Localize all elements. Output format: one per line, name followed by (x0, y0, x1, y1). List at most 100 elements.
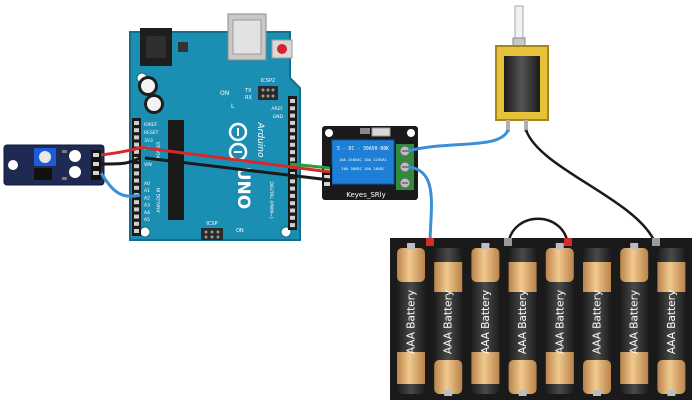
analog-pin-label: A5 (144, 217, 150, 223)
relay-text-3: 10A 30VDC 10A 28VDC (341, 166, 384, 171)
tx-label: TX (244, 88, 252, 94)
digital-pin (290, 106, 295, 111)
battery-gold-band (397, 352, 425, 384)
aaa-battery-cell: AAA Battery (471, 243, 500, 394)
arduino-brand: Arduino (255, 122, 265, 158)
battery-gold-band (471, 248, 500, 282)
reset-button-cap[interactable] (277, 44, 287, 54)
battery-nub (593, 390, 601, 396)
digital-label: DIGITAL (PWM~) (268, 181, 274, 219)
icsp-label: ICSP (206, 221, 217, 227)
digital-pin (290, 208, 295, 213)
arduino-uno-board: ICSP2 ON L TX RX AREF GND IOREF RESET 3V… (129, 13, 301, 241)
digital-pin (290, 179, 295, 184)
analog-pin-label: A4 (144, 210, 150, 216)
digital-pin (290, 157, 295, 162)
power-analog-pin (134, 171, 139, 176)
power-analog-pin (134, 135, 139, 140)
relay-module: 5 - DC - 30A50-08K 10A 250VAC 10A 125VAC… (322, 126, 418, 200)
power-analog-pin (134, 149, 139, 154)
aaa-battery-cell: AAA Battery (620, 243, 649, 394)
power-analog-pin (134, 221, 139, 226)
battery-cell-label: AAA Battery (517, 290, 529, 354)
digital-pin (290, 215, 295, 220)
power-analog-pin (134, 142, 139, 147)
relay-coil-box (331, 139, 395, 185)
power-analog-pin (134, 164, 139, 169)
battery-cell-label: AAA Battery (629, 290, 641, 354)
battery-nub (481, 243, 490, 249)
dc-jack-inner (146, 36, 166, 58)
battery-nub (630, 243, 639, 249)
photoresistor-2 (69, 166, 81, 178)
digital-pin (290, 201, 295, 206)
battery-nub (555, 243, 564, 249)
battery-nub (444, 390, 453, 396)
aaa-battery-cell: AAA Battery (434, 248, 463, 396)
aref-label: AREF (271, 106, 283, 112)
usb-inner (232, 19, 262, 55)
wire-relay-vcc (144, 146, 331, 174)
battery-gold-band (583, 360, 611, 394)
digital-pin (290, 193, 295, 198)
analog-pin-label: A3 (144, 203, 150, 209)
wire-solenoid-to-battery (524, 129, 658, 246)
vin-label: VIN (144, 162, 152, 168)
analog-pin-label: A1 (144, 188, 150, 194)
aaa-battery-cell: AAA Battery (508, 248, 537, 396)
digital-pin (290, 172, 295, 176)
battery-gold-band (620, 352, 649, 384)
power-analog-pin (134, 200, 139, 205)
regulator (178, 42, 188, 52)
battery-cell-label: AAA Battery (554, 290, 566, 354)
battery-nub (518, 390, 527, 396)
power-analog-pin (134, 121, 139, 125)
battery-gold-band (471, 352, 500, 384)
light-sensor-module (3, 144, 105, 186)
photoresistor (69, 150, 81, 162)
battery-terminal (564, 238, 572, 246)
l-led-label: L (231, 103, 235, 110)
battery-gold-band (620, 248, 649, 282)
wire-relay-gnd (144, 156, 331, 182)
power-analog-header (132, 118, 141, 236)
wire-relay-to-battery (407, 165, 433, 246)
aaa-battery-cell: AAA Battery (397, 243, 425, 394)
relay-mount-hole (325, 129, 333, 137)
wire-sensor-vcc (100, 146, 146, 157)
digital-pin (290, 120, 295, 125)
mounting-hole (139, 226, 151, 238)
power-analog-pin (134, 214, 139, 219)
battery-cells: AAA Battery AAA Battery AAA Battery AAA Bat… (397, 243, 686, 396)
digital-pin (290, 186, 295, 191)
digital-pin (290, 99, 295, 103)
battery-gold-band (657, 360, 686, 394)
reset-label: RESET (144, 130, 159, 136)
battery-gold-band (434, 262, 463, 292)
atmega-chip (168, 120, 184, 220)
relay-text-1: 5 - DC - 30A50-08K (337, 146, 389, 152)
on-led-label: ON (220, 90, 229, 97)
battery-nub (407, 243, 415, 249)
digital-pin (290, 128, 295, 133)
3v3-label: 3V3 (144, 138, 153, 144)
battery-cell-label: AAA Battery (666, 290, 678, 354)
power-analog-pin (134, 229, 139, 233)
potentiometer-knob (39, 151, 51, 163)
digital-pin (290, 113, 295, 118)
battery-cell-label: AAA Battery (480, 290, 492, 354)
power-analog-pin (134, 128, 139, 133)
battery-terminal (504, 238, 512, 246)
battery-gold-band (434, 360, 463, 394)
analog-pin-label: A2 (144, 195, 150, 201)
analog-pin-label: A0 (144, 181, 150, 187)
power-analog-pin (134, 185, 139, 190)
battery-cell-label: AAA Battery (592, 290, 604, 354)
battery-gold-band (657, 262, 686, 292)
icsp2-label: ICSP2 (261, 78, 275, 84)
left-pins (134, 121, 139, 233)
battery-cell-label: AAA Battery (406, 290, 418, 354)
